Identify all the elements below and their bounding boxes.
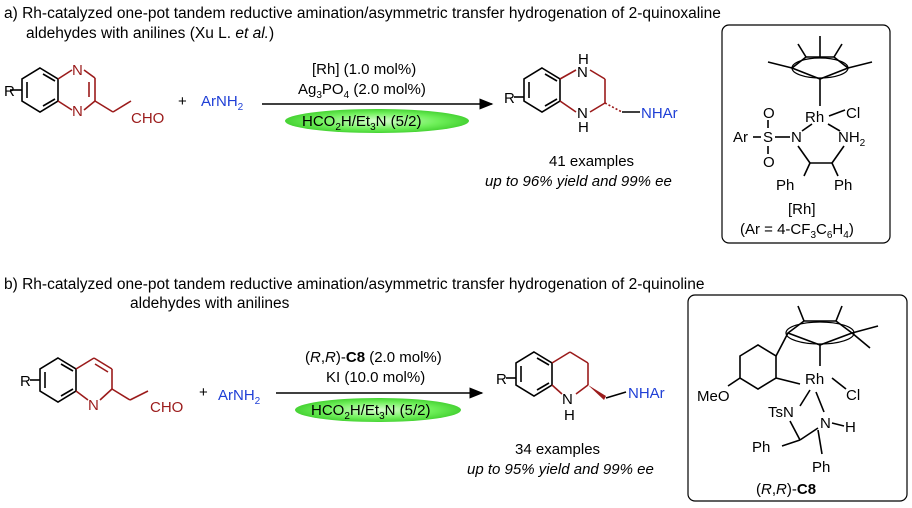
product-r-group: R [504, 90, 515, 107]
b-r-group: R [20, 373, 31, 390]
section-a-title-line1: a) Rh-catalyzed one-pot tandem reductive… [4, 5, 721, 22]
b-condition-additive: KI (10.0 mol%) [326, 369, 425, 386]
cat-b-rh: Rh [805, 371, 824, 388]
yield-ee: up to 96% yield and 99% ee [485, 173, 672, 190]
section-b-title-line1: b) Rh-catalyzed one-pot tandem reductive… [4, 276, 704, 293]
b-yield-ee: up to 95% yield and 99% ee [467, 461, 654, 478]
atom-n-top: N [72, 62, 83, 79]
cat-b-h: H [845, 419, 856, 436]
cat-a-n: N [791, 129, 802, 146]
quinoxaline-aldehyde: R N N CHO [4, 62, 164, 127]
section-a: a) Rh-catalyzed one-pot tandem reductive… [4, 5, 891, 244]
product-nhar: NHAr [641, 105, 678, 122]
quinoline-aldehyde: R N CHO [20, 357, 183, 416]
section-b: b) Rh-catalyzed one-pot tandem reductive… [4, 276, 908, 502]
b-solvent-text: HCO2H/Et3N (5/2) [311, 402, 431, 422]
product-nh-top-n: N [577, 64, 588, 81]
cat-a-o-top: O [763, 105, 775, 122]
aniline-reagent: ArNH2 [201, 93, 244, 113]
catalyst-box-rh: Rh Cl Ar S O O N NH2 Ph Ph [Rh] (Ar = 4-… [721, 24, 891, 244]
atom-n-bottom: N [72, 103, 83, 120]
catalyst-box-c8: MeO Rh Cl TsN N H Ph Ph (R,R)-C8 [687, 294, 908, 502]
cat-b-label: (R,R)-C8 [756, 481, 816, 498]
b-atom-n: N [88, 397, 99, 414]
b-plus-sign: + [199, 384, 208, 401]
b-product-n: N [562, 391, 573, 408]
cat-b-cl: Cl [846, 387, 860, 404]
b-product-nhar: NHAr [628, 385, 665, 402]
cat-a-s: S [763, 129, 773, 146]
cat-a-ar: Ar [733, 129, 748, 146]
cat-a-ph-right: Ph [834, 177, 852, 194]
r-group: R [4, 83, 15, 100]
solvent-pill [285, 109, 469, 133]
cat-b-ph-right: Ph [812, 459, 830, 476]
catalyst-box-frame [721, 24, 891, 244]
cat-b-n: N [820, 415, 831, 432]
cat-b-tsn: TsN [768, 404, 794, 421]
section-a-title-line2: aldehydes with anilines (Xu L. et al.) [26, 25, 274, 42]
tetrahydroquinoxaline-product: R H N N H NHAr [504, 51, 678, 136]
cat-a-ph-left: Ph [776, 177, 794, 194]
cat-a-o-bottom: O [763, 154, 775, 171]
b-examples-count: 34 examples [515, 441, 600, 458]
solvent-text: HCO2H/Et3N (5/2) [302, 113, 422, 133]
product-nh-bottom-h: H [578, 119, 589, 136]
b-product-h: H [564, 407, 575, 424]
section-b-title-line2: aldehydes with anilines [130, 295, 290, 312]
cat-b-meo: MeO [697, 388, 730, 405]
examples-count: 41 examples [549, 153, 634, 170]
b-condition-catalyst: (R,R)-C8 (2.0 mol%) [305, 349, 442, 366]
product-nh-top-h: H [578, 51, 589, 68]
aldehyde-cho: CHO [131, 110, 164, 127]
cat-a-ar-definition: (Ar = 4-CF3C6H4) [740, 221, 854, 241]
plus-sign: + [178, 93, 187, 110]
cat-a-rh: Rh [805, 109, 824, 126]
cat-a-nh2: NH2 [838, 129, 866, 149]
cat-a-label: [Rh] [788, 201, 816, 218]
condition-catalyst: [Rh] (1.0 mol%) [312, 61, 416, 78]
b-aniline-reagent: ArNH2 [218, 387, 261, 407]
condition-additive: Ag3PO4 (2.0 mol%) [298, 81, 426, 101]
catalyst-box-c8-frame [687, 294, 908, 502]
b-product-r-group: R [496, 371, 507, 388]
tetrahydroquinoline-product: R N H NHAr [496, 351, 665, 424]
b-solvent-pill [295, 398, 461, 422]
cat-b-ph-left: Ph [752, 439, 770, 456]
b-aldehyde-cho: CHO [150, 399, 183, 416]
product-nh-bottom-n: N [577, 105, 588, 122]
cat-a-cl: Cl [846, 105, 860, 122]
